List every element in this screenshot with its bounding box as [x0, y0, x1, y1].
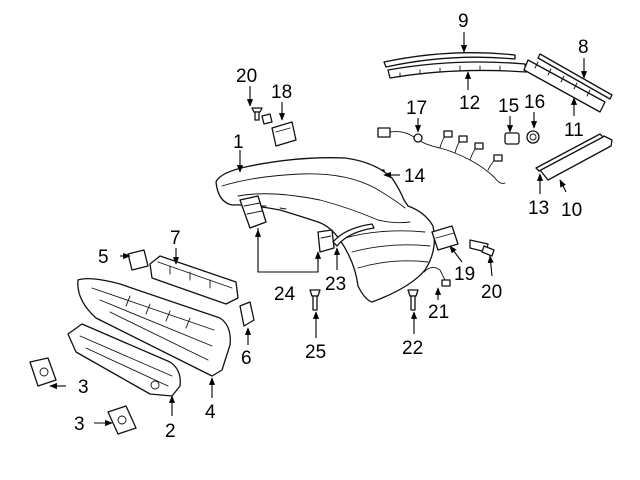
- part-22-push-pin: [407, 289, 419, 311]
- part-13-strip: [535, 133, 604, 172]
- callout-16: 16: [524, 92, 545, 113]
- callout-24: 24: [274, 284, 296, 305]
- callout-6: 6: [241, 348, 252, 369]
- callout-14: 14: [404, 166, 426, 187]
- part-4-reinforcement: [77, 278, 231, 377]
- part-20-push-pin-upper: [251, 107, 263, 121]
- callout-5: 5: [98, 247, 109, 268]
- part-23-side-strip: [332, 223, 375, 247]
- part-11-moulding: [523, 59, 606, 113]
- part-17-wiring-harness: [377, 127, 506, 184]
- part-21-bracket: [423, 267, 451, 287]
- callout-19: 19: [454, 264, 475, 285]
- part-5-block: [127, 249, 149, 271]
- callout-22: 22: [402, 338, 423, 359]
- callout-4: 4: [205, 402, 216, 423]
- part-16-ring: [526, 130, 540, 144]
- part-1-bumper-cover: [215, 157, 436, 303]
- part-2-lower-reinforcement: [67, 323, 181, 397]
- callout-7: 7: [170, 228, 181, 249]
- part-18-bracket: [261, 113, 297, 147]
- part-20-clip-right: [469, 239, 495, 257]
- callout-9: 9: [458, 11, 469, 32]
- callout-11: 11: [564, 120, 584, 141]
- callout-21: 21: [428, 302, 449, 323]
- part-9-moulding-strip: [383, 52, 516, 68]
- callout-8: 8: [578, 37, 589, 58]
- part-10-moulding: [539, 135, 613, 181]
- callout-13: 13: [528, 198, 549, 219]
- callout-25: 25: [305, 342, 326, 363]
- part-8-moulding-strip: [537, 53, 613, 100]
- leader-lines: [49, 32, 588, 427]
- callout-12: 12: [459, 93, 480, 114]
- part-25-push-pin: [309, 289, 321, 311]
- part-3-bracket-lower: [107, 405, 137, 435]
- callout-2: 2: [165, 421, 176, 442]
- part-7-absorber: [149, 255, 239, 305]
- part-19-sensor-bracket: [431, 225, 459, 251]
- part-12-moulding: [387, 61, 527, 79]
- callout-15: 15: [498, 96, 519, 117]
- callout-3b: 3: [74, 414, 85, 435]
- callout-20b: 20: [481, 282, 502, 303]
- callout-17: 17: [406, 98, 427, 119]
- callout-labels: 1 2 3 3 4 5 6 7 8 9 10 11 12 13 14 15 16…: [74, 11, 589, 442]
- callout-1: 1: [233, 132, 244, 153]
- callout-10: 10: [561, 200, 582, 221]
- callout-23: 23: [325, 274, 346, 295]
- part-6-bracket: [239, 301, 255, 327]
- part-15-sensor: [504, 132, 520, 145]
- callout-20a: 20: [236, 66, 257, 87]
- part-24-brackets: [239, 195, 335, 253]
- callout-18: 18: [271, 82, 292, 103]
- part-3-bracket-upper: [29, 357, 57, 387]
- callout-3a: 3: [78, 377, 89, 398]
